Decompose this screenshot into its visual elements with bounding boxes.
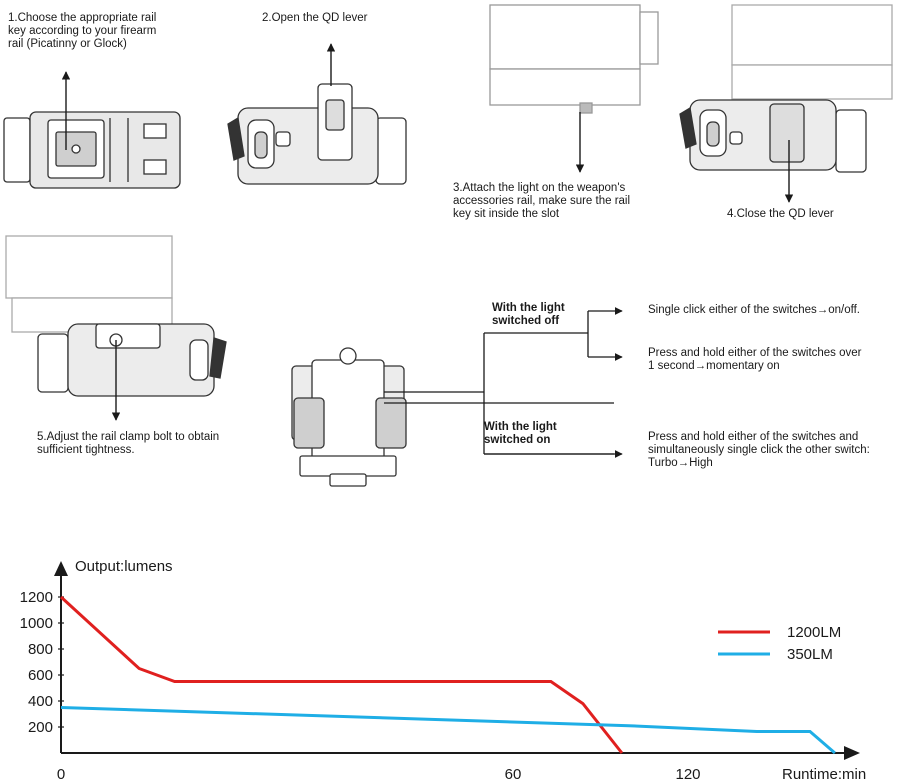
y-tick-label: 600 [28, 667, 53, 684]
step-1-text: 1.Choose the appropriate rail key accord… [8, 12, 157, 50]
operation-connectors [384, 307, 623, 458]
step-3-weapon-rail [489, 4, 659, 114]
off-press-hold-text: Press and hold either of the switches ov… [648, 347, 862, 372]
x-axis-label: Runtime:min [782, 766, 866, 783]
switched-off-label: With the light switched off [492, 302, 565, 327]
step-2-light-side-view [227, 83, 407, 185]
y-axis-arrow [54, 561, 68, 576]
series-line-1200lm [59, 595, 624, 754]
step-4-text: 4.Close the QD lever [727, 208, 834, 220]
y-tick-label: 200 [28, 719, 53, 736]
step-3-text: 3.Attach the light on the weapon's acces… [453, 182, 631, 220]
step-4-rail [731, 4, 893, 100]
step-2-text: 2.Open the QD lever [262, 12, 368, 24]
on-press-hold-text: Press and hold either of the switches an… [648, 431, 870, 469]
y-tick-label: 1000 [20, 615, 53, 632]
step-5-text: 5.Adjust the rail clamp bolt to obtain s… [37, 431, 220, 456]
step-4-light-side-view [679, 99, 867, 173]
off-single-click-text: Single click either of the switches→on/o… [648, 304, 861, 316]
x-tick-label: 120 [675, 766, 700, 783]
chart-axes [54, 561, 860, 760]
y-axis-label: Output:lumens [75, 558, 173, 575]
x-axis-arrow [844, 746, 860, 760]
illustrations [3, 4, 893, 487]
switched-on-label: With the light switched on [484, 421, 557, 446]
chart-series [59, 595, 836, 755]
legend-label: 350LM [787, 646, 833, 663]
x-tick-label: 0 [57, 766, 65, 783]
step-5-light-side-view [37, 323, 227, 397]
chart-ticks: 200 400 600 800 1000 1200 0 60 120 [20, 589, 701, 783]
step-1-light-top-view [3, 111, 181, 189]
chart-legend: 1200LM 350LM [718, 624, 841, 663]
x-tick-label: 60 [505, 766, 522, 783]
series-line-350lm [60, 706, 836, 755]
legend-label: 1200LM [787, 624, 841, 641]
front-view-light [291, 347, 407, 487]
y-tick-label: 800 [28, 641, 53, 658]
y-tick-label: 1200 [20, 589, 53, 606]
y-tick-label: 400 [28, 693, 53, 710]
